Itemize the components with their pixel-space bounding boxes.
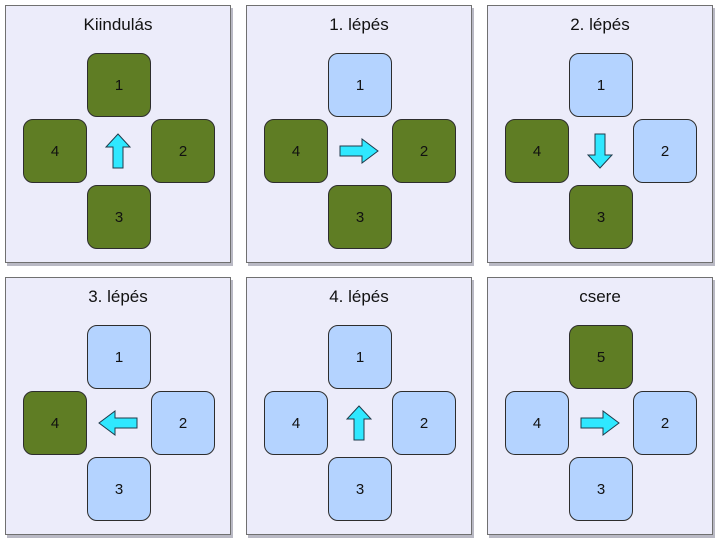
panel: 3. lépés 1 4 2 3 bbox=[5, 277, 231, 535]
panel: 2. lépés 1 4 2 3 bbox=[487, 5, 713, 263]
arrow-left-icon bbox=[98, 410, 138, 436]
arrow-shape bbox=[339, 138, 379, 164]
tile-top: 1 bbox=[328, 53, 392, 117]
tile-bottom: 3 bbox=[569, 185, 633, 249]
arrow-shape bbox=[587, 133, 613, 169]
panel: 1. lépés 1 4 2 3 bbox=[246, 5, 472, 263]
panel-title: 3. lépés bbox=[88, 287, 148, 306]
tile-right: 2 bbox=[392, 391, 456, 455]
arrow-shape bbox=[105, 133, 131, 169]
tile-right: 2 bbox=[633, 119, 697, 183]
tile-right: 2 bbox=[633, 391, 697, 455]
tile-bottom: 3 bbox=[87, 185, 151, 249]
tile-bottom: 3 bbox=[569, 457, 633, 521]
panel: Kiindulás 1 4 2 3 bbox=[5, 5, 231, 263]
panel-title: csere bbox=[579, 287, 621, 306]
panel-title: 2. lépés bbox=[570, 15, 630, 34]
tile-right: 2 bbox=[151, 391, 215, 455]
arrow-right-icon bbox=[339, 138, 379, 164]
tile-top: 5 bbox=[569, 325, 633, 389]
tile-left: 4 bbox=[264, 119, 328, 183]
arrow-shape bbox=[98, 410, 138, 436]
arrow-up-icon bbox=[346, 405, 372, 441]
tile-right: 2 bbox=[151, 119, 215, 183]
arrow-down-icon bbox=[587, 133, 613, 169]
arrow-shape bbox=[346, 405, 372, 441]
tile-bottom: 3 bbox=[328, 457, 392, 521]
panel: csere 5 4 2 3 bbox=[487, 277, 713, 535]
arrow-right-icon bbox=[580, 410, 620, 436]
tile-top: 1 bbox=[328, 325, 392, 389]
arrow-shape bbox=[580, 410, 620, 436]
tile-top: 1 bbox=[87, 325, 151, 389]
tile-top: 1 bbox=[569, 53, 633, 117]
panel-title: 1. lépés bbox=[329, 15, 389, 34]
tile-left: 4 bbox=[505, 119, 569, 183]
tile-left: 4 bbox=[505, 391, 569, 455]
tile-left: 4 bbox=[23, 391, 87, 455]
tile-bottom: 3 bbox=[87, 457, 151, 521]
tile-left: 4 bbox=[264, 391, 328, 455]
arrow-up-icon bbox=[105, 133, 131, 169]
panel-title: Kiindulás bbox=[83, 15, 153, 34]
tile-bottom: 3 bbox=[328, 185, 392, 249]
panel-title: 4. lépés bbox=[329, 287, 389, 306]
tile-right: 2 bbox=[392, 119, 456, 183]
tile-left: 4 bbox=[23, 119, 87, 183]
panel: 4. lépés 1 4 2 3 bbox=[246, 277, 472, 535]
tile-top: 1 bbox=[87, 53, 151, 117]
